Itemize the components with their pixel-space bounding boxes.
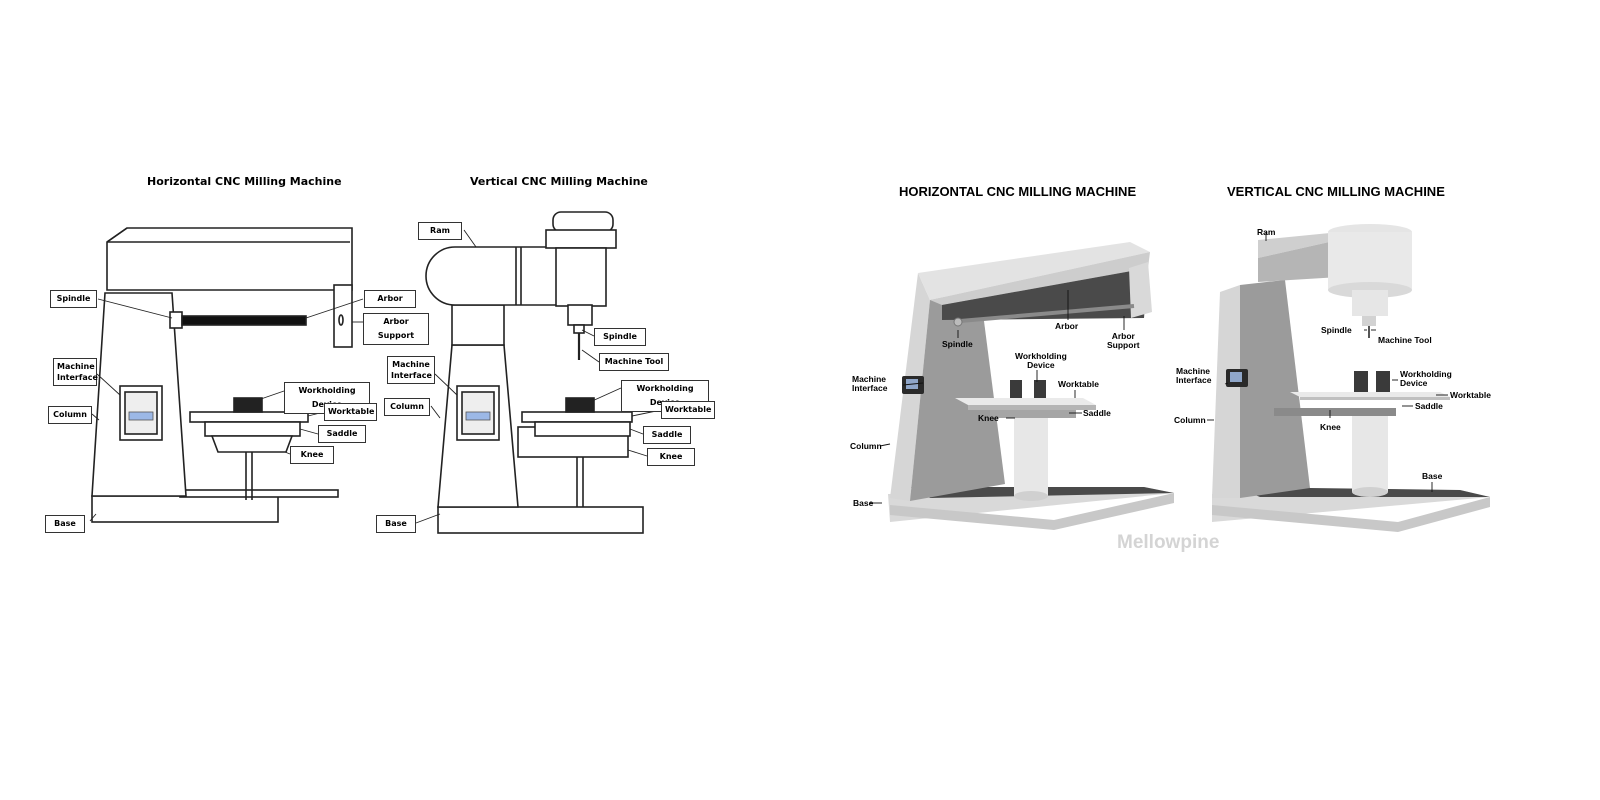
- v-spindle-label: Spindle: [594, 328, 646, 346]
- v3d-base-label: Base: [1422, 471, 1443, 481]
- v-title: Vertical CNC Milling Machine: [470, 175, 648, 188]
- right-diagram-panel: HORIZONTAL CNC MILLING MACHINE VERTICAL …: [800, 0, 1600, 800]
- v-machine-drawing: [425, 211, 644, 534]
- v3d-spindle-label: Spindle: [1321, 325, 1352, 335]
- v3d-machine-tool-label: Machine Tool: [1378, 335, 1432, 345]
- v3d-workholding-label: Workholding Device: [1400, 370, 1452, 388]
- h-saddle-label: Saddle: [318, 425, 366, 443]
- h-base-label: Base: [45, 515, 85, 533]
- v3d-ram-label: Ram: [1257, 227, 1276, 237]
- h3d-saddle-label: Saddle: [1083, 408, 1111, 418]
- v3d-machine-drawing: [1212, 224, 1490, 532]
- v-machine-interface-label: Machine Interface: [387, 356, 435, 384]
- v3d-machine-interface-line2: Interface: [1176, 375, 1212, 385]
- h-arbor-label: Arbor: [364, 290, 416, 308]
- h3d-workholding-label: Workholding Device: [1015, 352, 1067, 370]
- h3d-arbor-support-line1: Arbor: [1111, 331, 1135, 341]
- h-worktable-label: Worktable: [324, 403, 377, 421]
- v3d-machine-interface-line1: Machine: [1176, 366, 1211, 376]
- left-leader-lines: [89, 229, 662, 524]
- h3d-workholding-line1: Workholding: [1015, 351, 1067, 361]
- h-spindle-label: Spindle: [50, 290, 97, 308]
- v-base-label: Base: [376, 515, 416, 533]
- left-diagram-panel: Horizontal CNC Milling Machine Vertical …: [45, 175, 715, 534]
- right-arrows: [870, 232, 1448, 504]
- h3d-worktable-label: Worktable: [1058, 379, 1099, 389]
- h3d-knee-label: Knee: [978, 413, 999, 423]
- h3d-machine-interface-line1: Machine: [852, 374, 887, 384]
- h3d-arbor-support-label: Arbor Support: [1107, 332, 1140, 350]
- h3d-column-label: Column: [850, 441, 882, 451]
- watermark: Mellowpine: [1117, 532, 1220, 553]
- v-knee-label: Knee: [647, 448, 695, 466]
- h-machine-drawing: [91, 227, 353, 523]
- h3d-spindle-label: Spindle: [942, 339, 973, 349]
- h3d-machine-interface-label: Machine Interface: [852, 375, 887, 393]
- v-worktable-label: Worktable: [661, 401, 715, 419]
- v3d-workholding-line1: Workholding: [1400, 369, 1452, 379]
- v3d-workholding-line2: Device: [1400, 378, 1428, 388]
- h3d-base-label: Base: [853, 498, 874, 508]
- left-line-drawing: [89, 211, 662, 534]
- v3d-saddle-label: Saddle: [1415, 401, 1443, 411]
- v-machine-interface-line1: Machine: [392, 360, 430, 369]
- v3d-knee-label: Knee: [1320, 422, 1341, 432]
- v-machine-interface-line2: Interface: [391, 371, 432, 380]
- v3d-worktable-label: Worktable: [1450, 390, 1491, 400]
- v-ram-label: Ram: [418, 222, 462, 240]
- h3d-workholding-line2: Device: [1027, 360, 1055, 370]
- h-knee-label: Knee: [290, 446, 334, 464]
- h3d-title: HORIZONTAL CNC MILLING MACHINE: [899, 184, 1137, 199]
- h3d-arbor-support-line2: Support: [1107, 340, 1140, 350]
- v3d-title: VERTICAL CNC MILLING MACHINE: [1227, 184, 1445, 199]
- h-machine-interface-line2: Interface: [57, 373, 98, 382]
- v-machine-tool-label: Machine Tool: [599, 353, 669, 371]
- h3d-machine-interface-line2: Interface: [852, 383, 888, 393]
- right-3d-drawing: [870, 224, 1490, 532]
- h-arbor-support-label: Arbor Support: [363, 313, 429, 345]
- h-column-label: Column: [48, 406, 92, 424]
- h3d-machine-drawing: [888, 242, 1174, 530]
- h3d-arbor-label: Arbor: [1055, 321, 1079, 331]
- v-column-label: Column: [384, 398, 430, 416]
- h-title: Horizontal CNC Milling Machine: [147, 175, 342, 188]
- h-machine-interface-label: Machine Interface: [53, 358, 98, 386]
- v-saddle-label: Saddle: [643, 426, 691, 444]
- h-machine-interface-line1: Machine: [57, 362, 95, 371]
- v3d-column-label: Column: [1174, 415, 1206, 425]
- v3d-machine-interface-label: Machine Interface: [1176, 367, 1211, 385]
